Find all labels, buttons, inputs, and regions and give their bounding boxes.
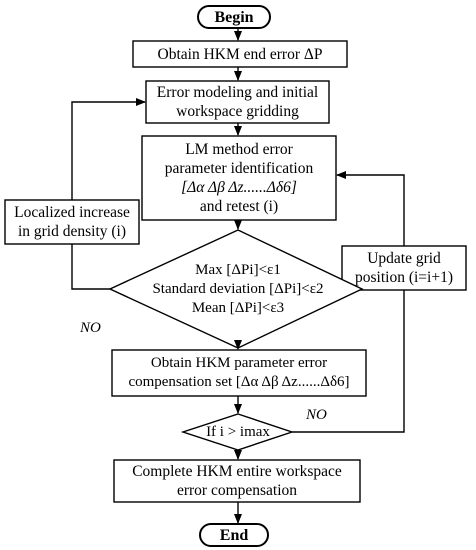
obtain-compensation-box <box>111 349 367 397</box>
arrow-localized-to-modeling <box>71 98 146 200</box>
no-label-right: NO <box>306 407 327 423</box>
localized-increase-step: Localized increase in grid density (i) <box>5 200 139 244</box>
lm-identification-box <box>141 135 337 221</box>
compensation-line-1: Obtain HKM parameter error <box>150 355 328 371</box>
update-grid-line-1: Update grid <box>367 250 441 267</box>
localized-line-1: Localized increase <box>14 204 130 221</box>
complete-compensation-box <box>113 459 361 503</box>
begin-label: Begin <box>214 8 254 26</box>
lm-identification-step: LM method error parameter identification… <box>142 136 336 220</box>
end-terminal-shape <box>199 523 269 547</box>
begin-terminal-shape <box>197 5 271 29</box>
no-label-left: NO <box>80 320 101 336</box>
arrow-imax-no-loop <box>292 290 405 433</box>
obtain-end-error-box <box>132 40 348 68</box>
update-grid-step: Update grid position (i=i+1) <box>342 246 466 290</box>
end-terminal: End <box>200 524 268 546</box>
complete-compensation-step: Complete HKM entire workspace error comp… <box>114 460 360 502</box>
compensation-line-2: compensation set [Δα Δβ Δz......Δδ6] <box>128 374 350 390</box>
lm-line-2: parameter identification <box>164 160 314 177</box>
complete-line-1: Complete HKM entire workspace <box>132 463 342 480</box>
criteria-line-1: Max [ΔPi]<ε1 <box>195 261 281 278</box>
error-modeling-line-1: Error modeling and initial <box>156 84 319 101</box>
error-modeling-step: Error modeling and initial workspace gri… <box>146 81 329 123</box>
arrow-criteria-no-loop <box>71 244 110 290</box>
obtain-end-error-label: Obtain HKM end error ΔP <box>157 45 323 63</box>
obtain-end-error-step: Obtain HKM end error ΔP <box>133 41 347 67</box>
criteria-decision: Max [ΔPi]<ε1 Standard deviation [ΔPi]<ε2… <box>150 260 326 318</box>
complete-line-2: error compensation <box>176 482 298 499</box>
localized-line-2: in grid density (i) <box>17 223 127 240</box>
end-label: End <box>219 526 249 544</box>
lm-line-1: LM method error <box>185 141 293 158</box>
obtain-compensation-step: Obtain HKM parameter error compensation … <box>112 350 366 396</box>
lm-line-4: and retest (i) <box>199 198 279 215</box>
criteria-line-3: Mean [ΔPi]<ε3 <box>191 299 285 316</box>
imax-label: If i > imax <box>206 423 270 440</box>
criteria-line-2: Standard deviation [ΔPi]<ε2 <box>152 280 324 297</box>
lm-line-3: [Δα Δβ Δz......Δδ6] <box>181 179 297 196</box>
error-modeling-line-2: workspace gridding <box>176 103 299 120</box>
update-grid-line-2: position (i=i+1) <box>355 269 453 286</box>
arrow-update-to-lm <box>336 171 405 246</box>
imax-decision: If i > imax <box>190 422 286 442</box>
begin-terminal: Begin <box>198 6 270 28</box>
error-modeling-box <box>145 80 330 124</box>
